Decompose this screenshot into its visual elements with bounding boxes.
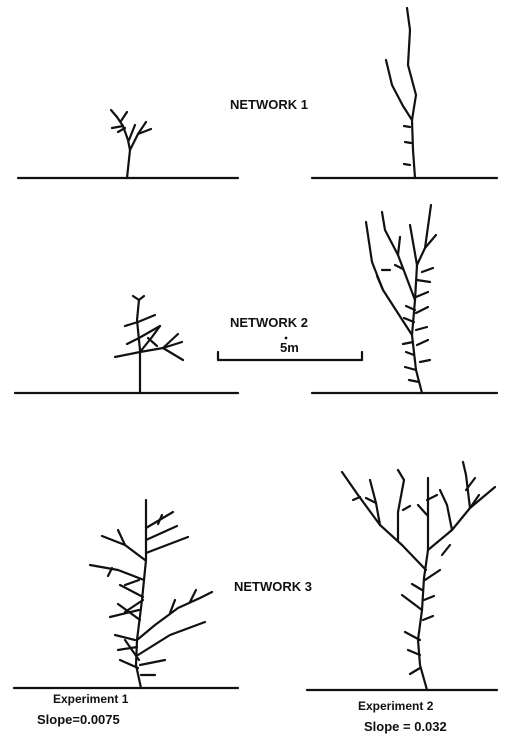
network3-label: NETWORK 3 <box>234 579 312 594</box>
scale-marker-dot <box>284 336 288 340</box>
network2-exp2-tree <box>364 203 438 395</box>
experiment2-label: Experiment 2 <box>358 699 434 713</box>
network1-label: NETWORK 1 <box>230 97 308 112</box>
network2-label: NETWORK 2 <box>230 315 308 330</box>
scale-label: 5m <box>280 340 299 355</box>
network1-exp2-tree <box>384 6 418 180</box>
scale-bar <box>216 350 364 362</box>
network2-exp1-tree <box>113 294 185 395</box>
slope2-label: Slope = 0.032 <box>364 719 447 734</box>
experiment1-label: Experiment 1 <box>53 692 129 706</box>
network3-exp2-tree <box>340 460 497 692</box>
network3-exp1-tree <box>88 498 214 690</box>
slope1-label: Slope=0.0075 <box>37 712 120 727</box>
network1-exp1-tree <box>109 108 153 180</box>
